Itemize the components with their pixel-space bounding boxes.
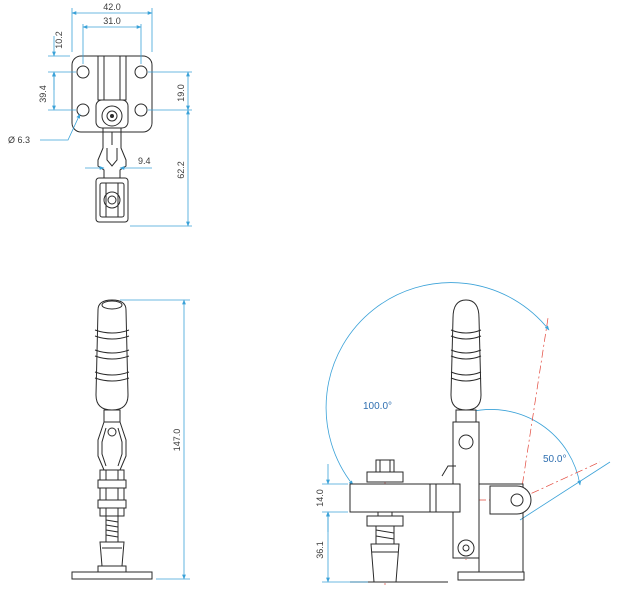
dim-link-width: 9.4 (138, 156, 151, 166)
spindle-thread (105, 515, 119, 543)
dim-top-width-inner: 31.0 (103, 16, 121, 26)
link-arm (97, 128, 127, 178)
grip-rings-side (450, 329, 482, 382)
mount-hole (134, 103, 148, 117)
handle-grip (95, 299, 129, 411)
handle-grip-side (450, 299, 482, 411)
dim-angle-handle: 50.0° (543, 454, 566, 465)
mount-hole (76, 65, 90, 79)
centerline (519, 317, 549, 501)
clamp-bar (349, 483, 461, 513)
spindle-body (99, 469, 125, 517)
dim-right-height-upper: 19.0 (176, 84, 186, 102)
dim-left-height: 39.4 (38, 85, 48, 103)
mount-hole (76, 103, 90, 117)
pivot-end (489, 485, 532, 515)
dim-side-height-lower: 36.1 (315, 541, 325, 559)
top-view: 42.0 31.0 10.2 39.4 19.0 62.2 Ø 6.3 9.4 (8, 2, 192, 227)
dim-hole-diameter: Ø 6.3 (8, 135, 30, 145)
dim-front-total-height: 147.0 (172, 429, 182, 452)
handle-neck (103, 409, 121, 423)
dim-top-height-small: 10.2 (54, 31, 64, 49)
side-view: 100.0° 50.0° (315, 282, 611, 585)
dim-side-height-upper: 14.0 (315, 489, 325, 507)
grip-rings (94, 329, 130, 382)
body-block (97, 55, 127, 101)
arc-open-angle (325, 282, 550, 486)
dim-angle-open: 100.0° (363, 401, 392, 412)
base-plate-front (71, 571, 153, 580)
spindle-pad-side (370, 543, 400, 583)
top-nut (375, 459, 395, 473)
dim-top-width-outer: 42.0 (103, 2, 121, 12)
mount-hole (134, 65, 148, 79)
arc-handle-angle (469, 409, 582, 486)
link-arm (97, 421, 127, 471)
spindle-pad (99, 541, 125, 567)
dim-right-height-lower: 62.2 (176, 161, 186, 179)
front-view: 147.0 (71, 299, 190, 580)
spindle-side (366, 459, 404, 583)
spindle-holder (95, 177, 129, 223)
